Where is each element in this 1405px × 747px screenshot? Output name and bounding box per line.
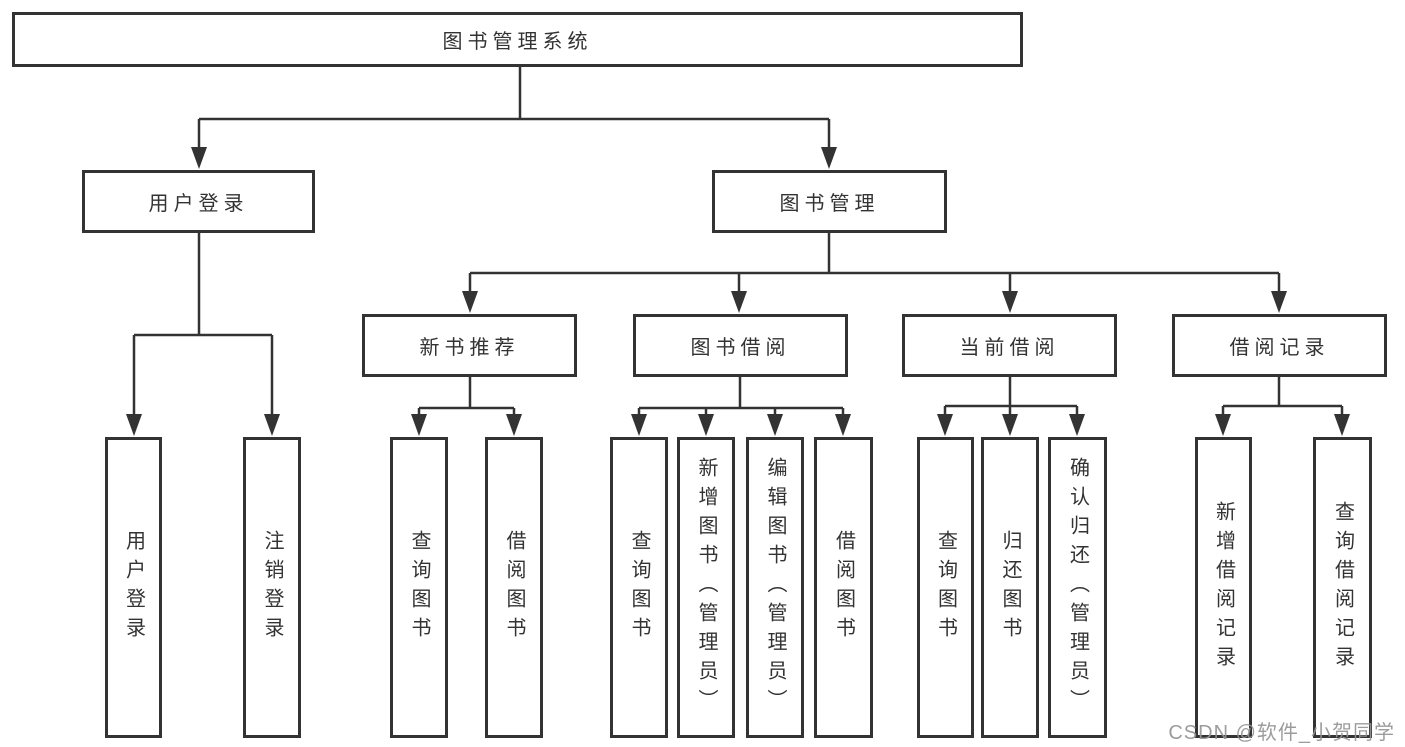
node-root-label: 图书管理系统 xyxy=(442,31,593,53)
leaf-label: 查询图书 xyxy=(934,529,957,646)
node-current-borrow-label: 当前借阅 xyxy=(959,337,1060,359)
leaf-label: 编辑图书（管理员） xyxy=(764,457,786,718)
node-leaf-add-borrow-record: 新增借阅记录 xyxy=(1195,437,1252,738)
node-leaf-edit-books-admin: 编辑图书（管理员） xyxy=(746,437,804,738)
leaf-label: 新增借阅记录 xyxy=(1212,500,1235,675)
node-leaf-user-login: 用户登录 xyxy=(105,437,162,738)
node-root: 图书管理系统 xyxy=(12,12,1023,67)
node-leaf-logout: 注销登录 xyxy=(243,437,301,738)
leaf-label: 查询借阅记录 xyxy=(1331,500,1354,675)
node-leaf-borrow-books-recommend: 借阅图书 xyxy=(485,437,543,738)
leaf-label: 借阅图书 xyxy=(503,529,525,646)
node-leaf-borrow-books: 借阅图书 xyxy=(814,437,873,738)
node-book-borrow-label: 图书借阅 xyxy=(690,337,791,359)
node-book-borrow: 图书借阅 xyxy=(633,314,848,377)
node-user-login: 用户登录 xyxy=(82,170,315,233)
node-leaf-query-borrow-record: 查询借阅记录 xyxy=(1313,437,1372,738)
leaf-label: 注销登录 xyxy=(261,529,283,646)
leaf-label: 查询图书 xyxy=(408,529,430,646)
node-borrow-records-label: 借阅记录 xyxy=(1229,337,1330,359)
leaf-label: 归还图书 xyxy=(999,529,1021,646)
node-leaf-query-books-borrow: 查询图书 xyxy=(610,437,668,738)
node-new-book-recommend: 新书推荐 xyxy=(362,314,577,377)
node-user-login-label: 用户登录 xyxy=(148,193,249,215)
node-leaf-return-books: 归还图书 xyxy=(981,437,1039,738)
node-new-book-recommend-label: 新书推荐 xyxy=(419,337,520,359)
leaf-label: 确认归还（管理员） xyxy=(1066,457,1089,718)
node-leaf-confirm-return-admin: 确认归还（管理员） xyxy=(1048,437,1107,738)
leaf-label: 用户登录 xyxy=(122,529,145,646)
node-leaf-add-books-admin: 新增图书（管理员） xyxy=(677,437,735,738)
csdn-watermark: CSDN @软件_小贺同学 xyxy=(1168,722,1395,744)
node-current-borrow: 当前借阅 xyxy=(902,314,1117,377)
node-leaf-query-books-recommend: 查询图书 xyxy=(390,437,448,738)
node-book-management-label: 图书管理 xyxy=(779,193,880,215)
leaf-label: 新增图书（管理员） xyxy=(695,457,717,718)
node-leaf-query-books-current: 查询图书 xyxy=(917,437,974,738)
leaf-label: 借阅图书 xyxy=(832,529,855,646)
leaf-label: 查询图书 xyxy=(628,529,650,646)
node-borrow-records: 借阅记录 xyxy=(1172,314,1387,377)
node-book-management: 图书管理 xyxy=(712,170,947,233)
